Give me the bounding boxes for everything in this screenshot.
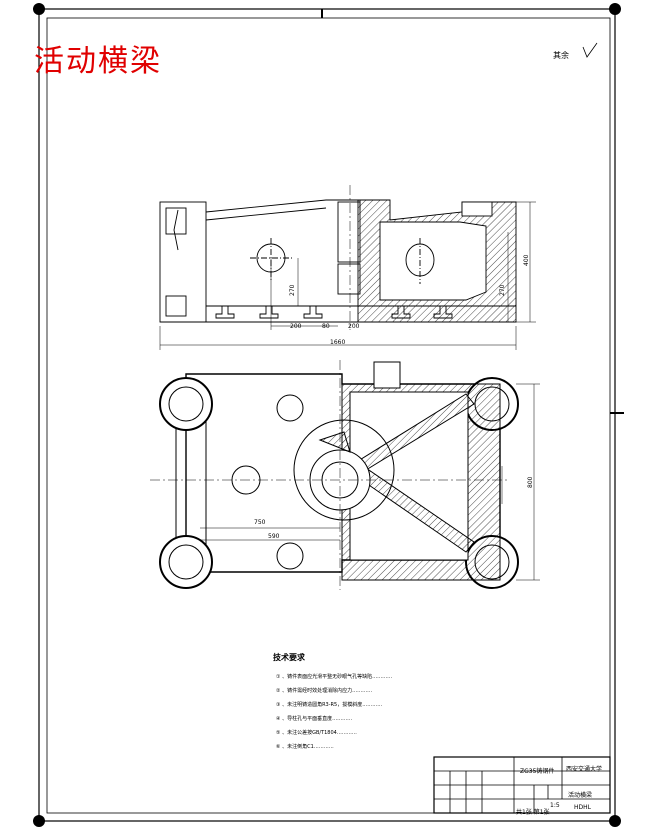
dim-height: 400 (523, 254, 530, 266)
dim-bottom-a: 200 (290, 323, 302, 330)
dim-plan-half: 750 (254, 519, 266, 526)
requirement-item: ② 、铸件需经时效处理消除内应力………… (276, 688, 373, 694)
corner-mark (33, 3, 45, 15)
drawing-title: 活动横梁 (34, 44, 162, 79)
dim-inner-height: 270 (499, 284, 506, 296)
elevation-view (159, 185, 536, 350)
title-block (433, 756, 611, 814)
technical-requirements-heading: 技术要求 (273, 653, 305, 662)
surface-finish-note: 其余 (553, 51, 569, 60)
inner-frame (46, 17, 611, 814)
requirement-item: ⑤ 、未注公差按GB/T1804………… (276, 730, 357, 736)
corner-mark (609, 815, 621, 827)
title-block-material: ZG35铸钢件 (520, 768, 555, 775)
requirement-item: ⑥ 、未注倒角C1………… (276, 744, 334, 750)
dim-overall-width: 1660 (330, 339, 345, 346)
dim-bottom-b: 80 (322, 323, 330, 330)
dim-hole-height: 270 (289, 284, 296, 296)
title-block-part-name: 活动横梁 (568, 792, 593, 799)
requirement-item: ④ 、导柱孔与平面垂直度………… (276, 716, 353, 722)
outer-frame (38, 8, 616, 822)
roughness-symbol (582, 42, 598, 58)
corner-mark (609, 3, 621, 15)
requirement-item: ① 、铸件表面应光滑平整无砂眼气孔等缺陷………… (276, 674, 393, 680)
title-block-scale: 1:5 (550, 802, 560, 809)
dim-plan-depth: 800 (527, 476, 534, 488)
dim-bottom-c: 200 (348, 323, 360, 330)
corner-mark (33, 815, 45, 827)
plan-view (150, 360, 540, 590)
title-block-sheet: 共1张 第1张 (516, 809, 550, 816)
title-block-drawing-no: HDHL (574, 804, 591, 811)
dim-plan-lower: 590 (268, 533, 280, 540)
requirement-item: ③ 、未注明铸造圆角R3-R5，拔模斜度………… (276, 702, 383, 708)
title-block-school: 西安交通大学 (566, 766, 603, 773)
